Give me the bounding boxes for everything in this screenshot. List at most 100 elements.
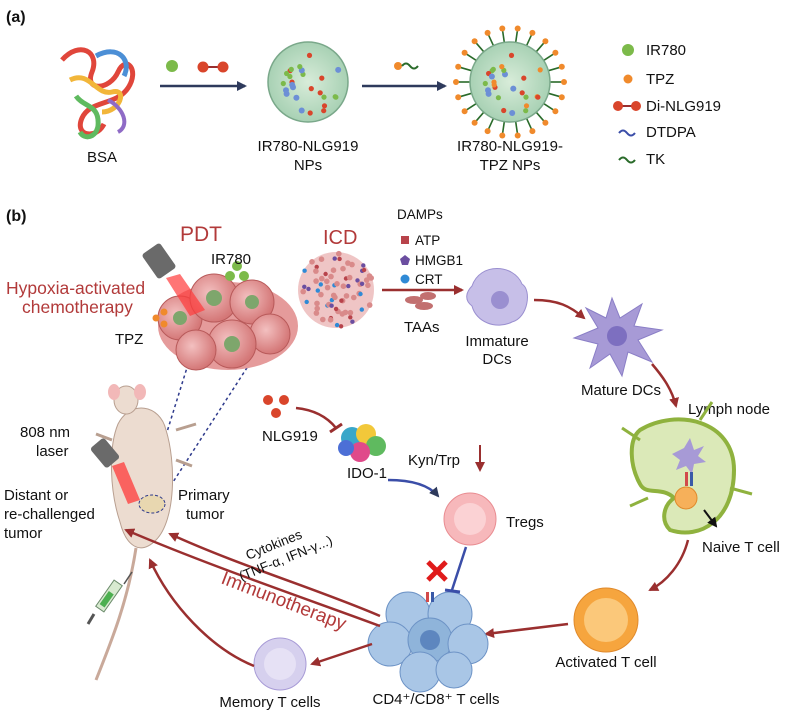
legend: IR780 TPZ Di-NLG919 DTDPA TK bbox=[613, 42, 721, 168]
particle bbox=[361, 263, 366, 268]
particle bbox=[484, 29, 491, 36]
tregs-label: Tregs bbox=[506, 514, 544, 531]
particle bbox=[320, 316, 326, 323]
laser-808-icon bbox=[90, 438, 140, 504]
particle bbox=[488, 73, 495, 80]
atp-icon bbox=[401, 236, 409, 244]
particle bbox=[537, 67, 543, 73]
distant-line1: Distant or bbox=[4, 487, 68, 504]
particle bbox=[514, 132, 521, 139]
primary-line1: Primary bbox=[178, 487, 230, 504]
particle bbox=[471, 119, 478, 126]
particle bbox=[346, 274, 353, 281]
particle bbox=[368, 275, 375, 281]
particle bbox=[315, 288, 320, 293]
particle bbox=[523, 94, 529, 100]
particle bbox=[351, 294, 357, 301]
particle bbox=[509, 110, 516, 116]
particle bbox=[495, 95, 501, 101]
particle bbox=[317, 90, 323, 96]
np1-line2: NPs bbox=[294, 157, 322, 174]
particle bbox=[499, 64, 505, 70]
particle bbox=[283, 90, 290, 97]
inhibit-treg-bar bbox=[444, 588, 461, 594]
laser-device-icon bbox=[142, 243, 205, 316]
damp-atp: ATP bbox=[415, 233, 440, 248]
particle bbox=[552, 108, 559, 115]
particle bbox=[321, 108, 327, 114]
mouse-icon bbox=[94, 384, 197, 681]
particle bbox=[333, 306, 339, 312]
particle bbox=[558, 94, 565, 101]
arrow-t-to-distant bbox=[124, 528, 381, 628]
ir780-nlg919-tpz-np-icon bbox=[453, 25, 567, 139]
legend-tk: TK bbox=[646, 151, 665, 168]
particle bbox=[499, 25, 506, 32]
particle bbox=[490, 66, 496, 72]
arrow-lymph-to-activated bbox=[648, 539, 690, 592]
legend-tpz: TPZ bbox=[646, 71, 674, 88]
ir780-nlg919-np-icon bbox=[267, 41, 349, 123]
particle bbox=[535, 94, 541, 100]
particle bbox=[542, 119, 549, 126]
particle bbox=[337, 256, 342, 262]
particle bbox=[328, 273, 334, 280]
particle bbox=[523, 108, 529, 114]
crt-icon bbox=[400, 274, 410, 284]
particle bbox=[298, 107, 305, 114]
kyn-trp-label: Kyn/Trp bbox=[408, 452, 460, 469]
mature-dcs-label: Mature DCs bbox=[581, 382, 661, 399]
particle bbox=[334, 281, 340, 287]
particle bbox=[297, 64, 303, 70]
np1-line1: IR780-NLG919 bbox=[258, 138, 359, 155]
particle bbox=[304, 299, 309, 305]
particle bbox=[529, 128, 536, 135]
particle bbox=[321, 94, 327, 100]
particle bbox=[338, 324, 344, 329]
particle bbox=[461, 49, 468, 56]
di-nlg919-icon bbox=[197, 61, 229, 73]
particle bbox=[453, 79, 459, 85]
block-cross-icon bbox=[426, 560, 448, 582]
particle bbox=[471, 38, 478, 45]
tpz-dots-icon bbox=[152, 308, 168, 328]
particle bbox=[358, 291, 363, 297]
particle bbox=[347, 309, 354, 316]
particle bbox=[340, 283, 347, 290]
hmgb1-icon bbox=[400, 255, 410, 265]
tumor-cluster-icon bbox=[157, 273, 298, 371]
particle bbox=[523, 103, 530, 109]
particle bbox=[308, 86, 314, 92]
lymph-node-icon bbox=[621, 401, 753, 535]
particle bbox=[306, 286, 311, 292]
nlg919-dots-icon bbox=[263, 395, 289, 418]
activated-t-label: Activated T cell bbox=[555, 654, 656, 671]
particle bbox=[561, 79, 567, 85]
damp-crt: CRT bbox=[415, 272, 443, 287]
particle bbox=[306, 52, 313, 59]
legend-tpz-icon bbox=[623, 74, 633, 84]
particle bbox=[365, 282, 371, 289]
arrow-activated-to-cd bbox=[484, 622, 569, 638]
particle bbox=[318, 291, 324, 298]
particle bbox=[336, 250, 342, 257]
particle bbox=[313, 310, 320, 316]
particle bbox=[332, 256, 337, 261]
particle bbox=[501, 107, 507, 114]
particle bbox=[366, 302, 373, 308]
legend-di-nlg919: Di-NLG919 bbox=[646, 98, 721, 115]
particle bbox=[284, 70, 290, 77]
particle bbox=[455, 94, 462, 101]
particle bbox=[359, 281, 365, 286]
arrow-immature-to-mature bbox=[533, 298, 586, 320]
cytokines-group: Cytokines (TNF-α, IFN-γ...) bbox=[237, 527, 335, 584]
particle bbox=[324, 278, 330, 285]
particle bbox=[359, 307, 364, 312]
legend-ir780: IR780 bbox=[646, 42, 686, 59]
distant-line2: re-challenged bbox=[4, 506, 95, 523]
laser-line1: 808 nm bbox=[20, 424, 70, 441]
inhibit-bar bbox=[329, 422, 343, 434]
particle bbox=[508, 52, 515, 59]
particle bbox=[558, 63, 565, 70]
nlg919-label: NLG919 bbox=[262, 428, 318, 445]
